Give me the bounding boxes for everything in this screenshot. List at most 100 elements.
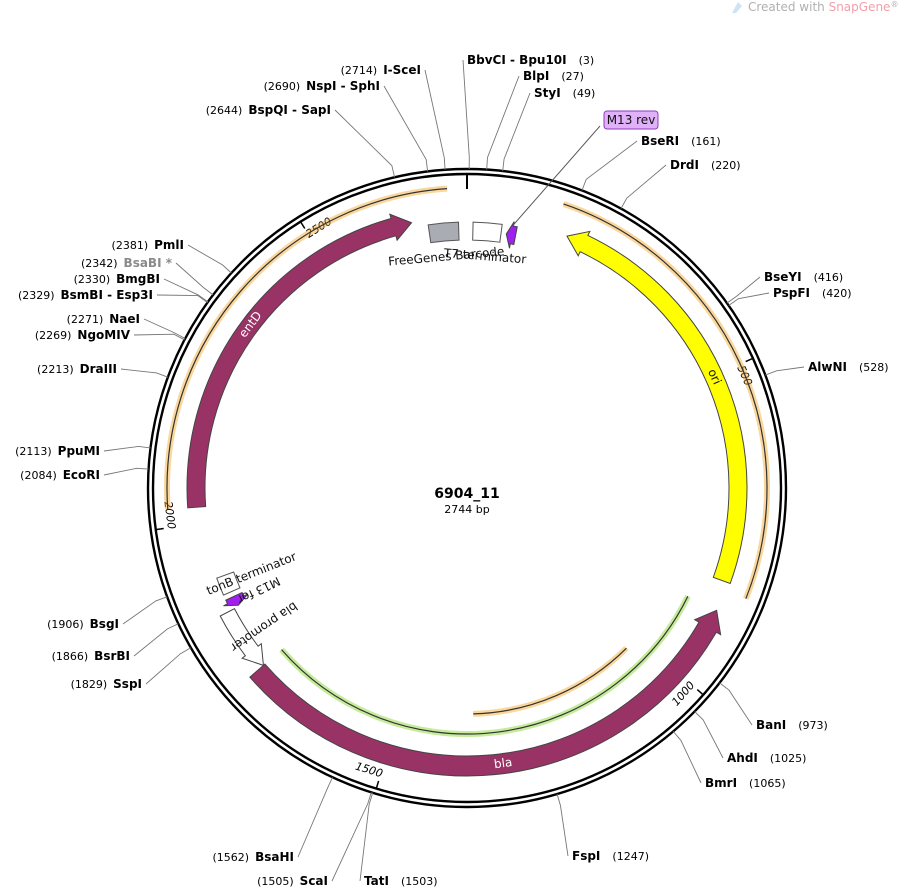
site-leader-line <box>133 623 179 657</box>
feature-label: M13 rev <box>607 113 656 127</box>
bla-promoter-shape[interactable] <box>219 607 265 667</box>
tick-2000 <box>155 527 164 531</box>
site-position: (1065) <box>749 777 786 790</box>
orf-line <box>281 595 689 735</box>
feature-t7-terminator[interactable]: T7 terminator <box>442 221 527 266</box>
feature-bla[interactable]: bla <box>249 609 722 777</box>
site-name[interactable]: DrdI <box>670 158 699 172</box>
feature-ori[interactable]: ori <box>566 230 748 585</box>
site-name[interactable]: BanI <box>756 718 786 732</box>
freegenes-barcode-shape[interactable] <box>427 221 460 244</box>
site-leader-line <box>103 467 149 476</box>
site-leader-line <box>103 445 151 452</box>
site-name[interactable]: BseYI <box>764 270 802 284</box>
site-leader-line <box>502 92 531 172</box>
site-name[interactable]: ScaI <box>300 874 328 888</box>
site-position: (2381) <box>112 239 149 252</box>
site-position: (2213) <box>37 363 74 376</box>
site-position: (2269) <box>35 329 72 342</box>
site-ngomiv[interactable]: NgoMIV (2269) <box>35 328 185 342</box>
site-name[interactable]: PpuMI <box>58 444 100 458</box>
site-name[interactable]: NaeI <box>109 312 140 326</box>
site-blpi[interactable]: BlpI (27) <box>486 69 584 170</box>
site-bsrbi[interactable]: BsrBI(1866) <box>52 623 179 663</box>
site-leader-line <box>765 366 805 376</box>
site-bsmbi-esp3i[interactable]: BsmBI - Esp3I(2329) <box>18 288 208 303</box>
site-position: (3) <box>579 54 595 67</box>
tonb-terminator-shape[interactable] <box>216 571 241 596</box>
site-bspqi-sapi[interactable]: BspQI - SapI(2644) <box>206 103 396 178</box>
site-leader-line <box>462 59 470 170</box>
site-name[interactable]: BmgBI <box>116 272 160 286</box>
site-name[interactable]: SspI <box>113 677 142 691</box>
m13-rev-shape[interactable] <box>505 221 518 249</box>
site-name[interactable]: NspI - SphI <box>306 79 380 93</box>
tick-1500 <box>375 780 380 789</box>
site-sspi[interactable]: SspI (1829) <box>71 647 192 691</box>
site-name[interactable]: AlwNI <box>808 360 847 374</box>
bla-shape[interactable] <box>249 609 722 777</box>
m13-rev-leader <box>512 125 601 227</box>
restriction-sites: BbvCI - Bpu10I(3)BlpI(27)StyI(49)BseRI(1… <box>15 53 889 888</box>
site-name[interactable]: StyI <box>534 86 561 100</box>
site-leader-line <box>187 244 232 274</box>
site-drdi[interactable]: DrdI(220) <box>620 158 741 209</box>
site-name[interactable]: BbvCI - Bpu10I <box>467 53 567 67</box>
site-name[interactable]: BmrI <box>705 776 737 790</box>
site-nspi-sphi[interactable]: NspI - SphI(2690) <box>264 79 429 172</box>
site-position: (27) <box>561 70 584 83</box>
backbone-outer-circle <box>146 167 788 809</box>
site-name[interactable]: PspFI <box>773 286 810 300</box>
site-name[interactable]: BseRI <box>641 134 679 148</box>
tick-500 <box>745 357 754 363</box>
site-leader-line <box>297 777 333 858</box>
site-name[interactable]: FspI <box>572 849 600 863</box>
site-ahdi[interactable]: AhdI(1025) <box>694 711 807 765</box>
site-ppumi[interactable]: PpuMI(2113) <box>15 444 151 458</box>
site-name[interactable]: BsmBI - Esp3I <box>61 288 153 302</box>
site-name[interactable]: BspQI - SapI <box>248 103 331 117</box>
site-leader-line <box>728 292 770 306</box>
site-name[interactable]: BlpI <box>523 69 549 83</box>
feature-m13-rev[interactable]: M13 rev <box>505 110 659 249</box>
site-position: (2271) <box>67 313 104 326</box>
site-position: (1829) <box>71 678 108 691</box>
site-bmri[interactable]: BmrI (1065) <box>672 731 786 790</box>
site-name[interactable]: BsaHI <box>255 850 294 864</box>
site-alwni[interactable]: AlwNI(528) <box>765 360 889 376</box>
site-name[interactable]: BsaBI * <box>124 256 173 270</box>
site-name[interactable]: PmlI <box>154 238 184 252</box>
t7-terminator-shape[interactable] <box>472 221 503 243</box>
site-i-scei[interactable]: I-SceI(2714) <box>341 63 446 170</box>
site-ecori[interactable]: EcoRI(2084) <box>20 467 149 482</box>
site-tati[interactable]: TatI(1503) <box>359 792 438 888</box>
site-bseyi[interactable]: BseYI(416) <box>726 270 843 304</box>
site-name[interactable]: AhdI <box>727 751 758 765</box>
m13-for-shape[interactable] <box>223 591 249 607</box>
site-name[interactable]: DraIII <box>80 362 117 376</box>
site-name[interactable]: EcoRI <box>63 468 100 482</box>
site-bmgbi[interactable]: BmgBI(2330) <box>74 272 209 303</box>
feature-entd[interactable]: entD <box>186 213 413 509</box>
site-bani[interactable]: BanI(973) <box>719 682 828 732</box>
site-pspfi[interactable]: PspFI(420) <box>728 286 852 306</box>
site-naei[interactable]: NaeI (2271) <box>67 312 186 339</box>
site-name[interactable]: I-SceI <box>383 63 421 77</box>
site-name[interactable]: BsrBI <box>94 649 130 663</box>
site-bsabi[interactable]: BsaBI *(2342) <box>81 256 214 296</box>
site-name[interactable]: NgoMIV <box>77 328 130 342</box>
site-bsahi[interactable]: BsaHI(1562) <box>213 777 333 864</box>
site-styi[interactable]: StyI(49) <box>502 86 596 172</box>
site-bsgi[interactable]: BsgI(1906) <box>47 596 168 631</box>
site-bseri[interactable]: BseRI(161) <box>581 134 721 191</box>
site-bbvci-bpu10i[interactable]: BbvCI - Bpu10I (3) <box>462 53 595 170</box>
site-pmli[interactable]: PmlI (2381) <box>112 238 232 274</box>
site-scai[interactable]: ScaI(1505) <box>257 792 372 888</box>
site-fspi[interactable]: FspI(1247) <box>556 793 649 863</box>
entd-shape[interactable] <box>186 213 413 509</box>
site-draiii[interactable]: DraIII (2213) <box>37 362 169 378</box>
ori-shape[interactable] <box>566 230 748 585</box>
site-name[interactable]: BsgI <box>90 617 119 631</box>
site-name[interactable]: TatI <box>364 874 389 888</box>
